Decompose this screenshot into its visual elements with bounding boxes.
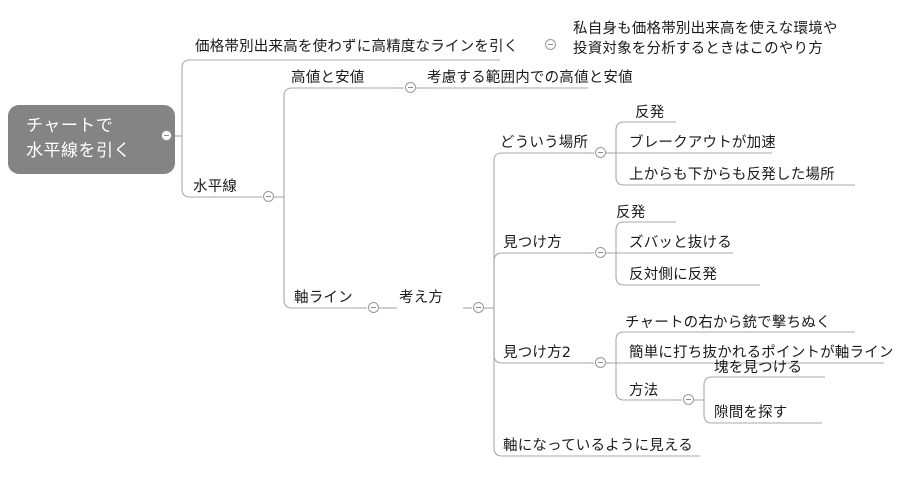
- node-jiku-line[interactable]: 軸ライン: [294, 290, 353, 306]
- node-kantan[interactable]: 簡単に打ち抜かれるポイントが軸ライン: [629, 345, 894, 361]
- node-breakout[interactable]: ブレークアウトが加速: [629, 135, 776, 151]
- node-takane-yasune[interactable]: 高値と安値: [291, 70, 365, 86]
- collapse-toggle-mitsukekata2[interactable]: [595, 357, 606, 368]
- collapse-toggle-mitsukekata[interactable]: [595, 247, 606, 258]
- root-node[interactable]: チャートで 水平線を引く: [8, 105, 175, 174]
- node-watashi-jishin[interactable]: 私自身も価格帯別出来高を使えな環境や 投資対象を分析するときはこのやり方: [573, 19, 838, 59]
- collapse-toggle-root[interactable]: [161, 130, 172, 141]
- node-hanpatsu-1[interactable]: 反発: [635, 105, 665, 121]
- node-chart-migi[interactable]: チャートの右から銃で撃ちぬく: [625, 315, 831, 331]
- node-katamari[interactable]: 塊を見つける: [714, 360, 803, 376]
- node-douiu-basho[interactable]: どういう場所: [500, 135, 589, 151]
- node-watashi-jishin-line2: 投資対象を分析するときはこのやり方: [573, 41, 823, 57]
- node-kangaekata[interactable]: 考え方: [399, 290, 444, 306]
- node-hantaigawa[interactable]: 反対側に反発: [629, 267, 718, 283]
- node-jiku-ni-natte[interactable]: 軸になっているように見える: [503, 438, 693, 454]
- node-suiheisen[interactable]: 水平線: [193, 179, 238, 195]
- collapse-toggle-douiu-basho[interactable]: [595, 147, 606, 158]
- node-hanpatsu-2[interactable]: 反発: [616, 205, 646, 221]
- node-zubatto[interactable]: ズバッと抜ける: [629, 235, 732, 251]
- node-houhou[interactable]: 方法: [629, 383, 659, 399]
- collapse-toggle-takane-yasune[interactable]: [405, 82, 416, 93]
- collapse-toggle-kakakutaibetsu[interactable]: [545, 39, 556, 50]
- node-watashi-jishin-line1: 私自身も価格帯別出来高を使えな環境や: [573, 21, 838, 37]
- collapse-toggle-suiheisen[interactable]: [263, 191, 274, 202]
- node-mitsukekata2[interactable]: 見つけ方2: [503, 345, 572, 361]
- node-ue-shita[interactable]: 上からも下からも反発した場所: [629, 167, 835, 183]
- node-sukima[interactable]: 隙間を探す: [714, 405, 788, 421]
- collapse-toggle-kangaekata[interactable]: [473, 302, 484, 313]
- collapse-toggle-houhou[interactable]: [683, 394, 694, 405]
- root-label-line1: チャートで: [26, 116, 114, 136]
- node-kakakutaibetsu[interactable]: 価格帯別出来高を使わずに高精度なラインを引く: [195, 39, 519, 55]
- node-kouryo-hani[interactable]: 考慮する範囲内での高値と安値: [427, 70, 633, 86]
- root-label-line2: 水平線を引く: [26, 141, 131, 161]
- collapse-toggle-jiku-line[interactable]: [368, 302, 379, 313]
- node-mitsukekata[interactable]: 見つけ方: [503, 235, 562, 251]
